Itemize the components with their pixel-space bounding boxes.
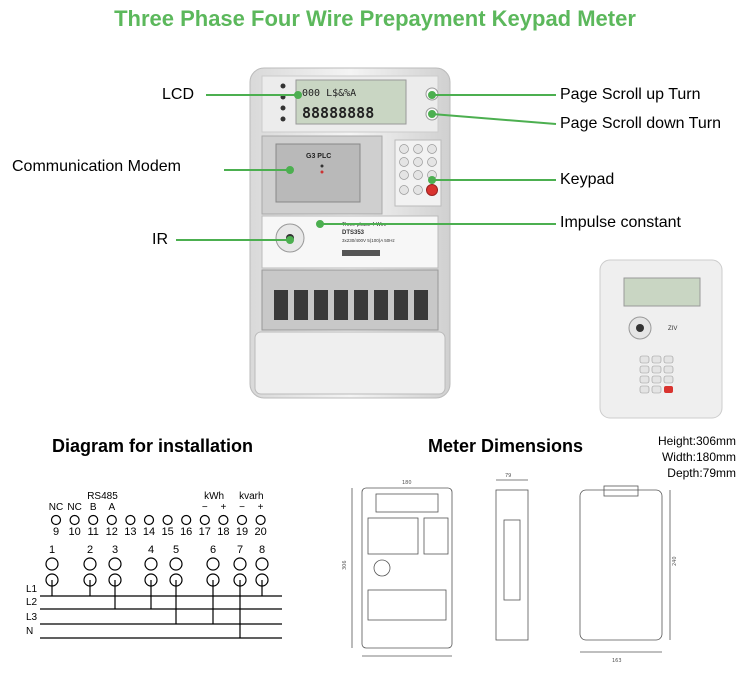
- terminal-signal-19: −: [239, 502, 245, 513]
- terminal-number-12: 12: [105, 526, 118, 538]
- main-terminal-5-upper: [169, 557, 183, 571]
- callout-scroll-up: Page Scroll up Turn: [560, 86, 701, 103]
- terminal-signal-12: A: [108, 502, 116, 513]
- main-terminal-6-upper: [206, 557, 220, 571]
- main-meter-illustration: 000 L$&%A 88888888 G3 PLC: [249, 67, 451, 399]
- lcd-top-row: 000 L$&%A: [302, 88, 356, 99]
- top-terminal-10: [69, 514, 80, 526]
- group-label-rs485: RS485: [87, 491, 118, 502]
- callout-ir: IR: [152, 231, 168, 248]
- main-terminal-number-4: 4: [147, 544, 155, 556]
- terminal-number-9: 9: [52, 526, 60, 538]
- terminal-signal-17: −: [201, 502, 208, 513]
- callout-keypad: Keypad: [560, 171, 615, 188]
- main-terminal-7-upper: [233, 557, 247, 571]
- main-terminal-4-upper: [144, 557, 158, 571]
- lcd-digits: 88888888: [302, 104, 374, 122]
- main-terminal-number-8: 8: [258, 544, 266, 556]
- group-label-kwh: kWh: [204, 491, 225, 502]
- svg-text:163: 163: [612, 658, 622, 664]
- top-terminal-20: [255, 514, 266, 526]
- terminal-signal-20: +: [257, 502, 264, 513]
- main-terminal-8-upper: [255, 557, 269, 571]
- main-terminal-3-upper: [108, 557, 122, 571]
- terminal-number-16: 16: [180, 526, 193, 538]
- main-terminal-number-3: 3: [111, 544, 119, 556]
- lcd-screen: [295, 79, 407, 125]
- model-line-2: DTS353: [342, 230, 365, 236]
- top-terminal-11: [88, 514, 99, 526]
- top-terminal-9: [50, 514, 62, 526]
- callout-impulse-constant: Impulse constant: [560, 214, 681, 231]
- installation-heading: Diagram for installation: [52, 436, 254, 456]
- barcode: [342, 250, 380, 256]
- top-terminal-16: [181, 514, 192, 526]
- modem-label: G3 PLC: [306, 153, 331, 160]
- main-terminal-1-upper: [45, 557, 59, 571]
- terminal-number-14: 14: [142, 526, 156, 538]
- terminal-signal-11: B: [89, 502, 97, 513]
- terminal-signal-10: NC: [67, 502, 82, 513]
- terminal-signal-18: +: [220, 502, 227, 513]
- terminal-number-13: 13: [124, 526, 137, 538]
- svg-text:306: 306: [342, 560, 348, 570]
- terminal-number-18: 18: [217, 526, 230, 538]
- svg-text:240: 240: [672, 556, 678, 566]
- height-spec: Height:306mm: [657, 434, 736, 448]
- svg-text:79: 79: [505, 473, 511, 479]
- top-terminal-17: [199, 514, 210, 526]
- top-terminal-18: [218, 514, 229, 526]
- main-terminal-number-2: 2: [86, 544, 94, 556]
- svg-text:ZIV: ZIV: [668, 326, 677, 332]
- terminal-number-17: 17: [198, 526, 211, 538]
- top-terminal-15: [162, 514, 173, 526]
- main-terminal-2-upper: [83, 557, 97, 571]
- top-terminal-12: [106, 514, 117, 526]
- page-title: Three Phase Four Wire Prepayment Keypad …: [114, 6, 636, 31]
- main-terminal-number-1: 1: [48, 544, 56, 556]
- wiring-diagram: [40, 514, 282, 639]
- line-label-l2: L2: [26, 597, 38, 608]
- terminal-signal-9: NC: [48, 502, 64, 513]
- main-terminal-number-6: 6: [209, 544, 217, 556]
- top-terminal-19: [236, 514, 248, 526]
- terminal-number-11: 11: [87, 526, 99, 538]
- dimensions-heading: Meter Dimensions: [428, 436, 584, 456]
- svg-text:180: 180: [402, 480, 412, 486]
- top-terminal-14: [143, 514, 155, 526]
- group-label-kvarh: kvarh: [239, 491, 264, 502]
- model-line-3: 3x230/400V 5(100)A 50Hz: [342, 238, 396, 243]
- callout-scroll-down: Page Scroll down Turn: [560, 115, 721, 132]
- terminal-number-15: 15: [161, 526, 174, 538]
- small-meter-illustration: ZIV: [599, 259, 723, 419]
- main-terminal-number-5: 5: [172, 544, 180, 556]
- depth-spec: Depth:79mm: [667, 466, 736, 480]
- terminal-number-19: 19: [235, 526, 249, 538]
- width-spec: Width:180mm: [661, 450, 736, 464]
- callout-communication-modem: Communication Modem: [12, 158, 181, 175]
- main-terminal-number-7: 7: [236, 544, 244, 556]
- line-label-l1: L1: [26, 584, 38, 595]
- top-terminal-13: [125, 514, 136, 526]
- line-label-n: N: [26, 626, 34, 637]
- terminal-number-20: 20: [254, 526, 267, 538]
- line-label-l3: L3: [26, 612, 38, 623]
- keypad: [394, 139, 442, 207]
- callout-lcd: LCD: [162, 86, 195, 103]
- modem-module: [275, 143, 361, 203]
- terminal-number-10: 10: [68, 526, 81, 538]
- dimension-drawings: [351, 479, 671, 657]
